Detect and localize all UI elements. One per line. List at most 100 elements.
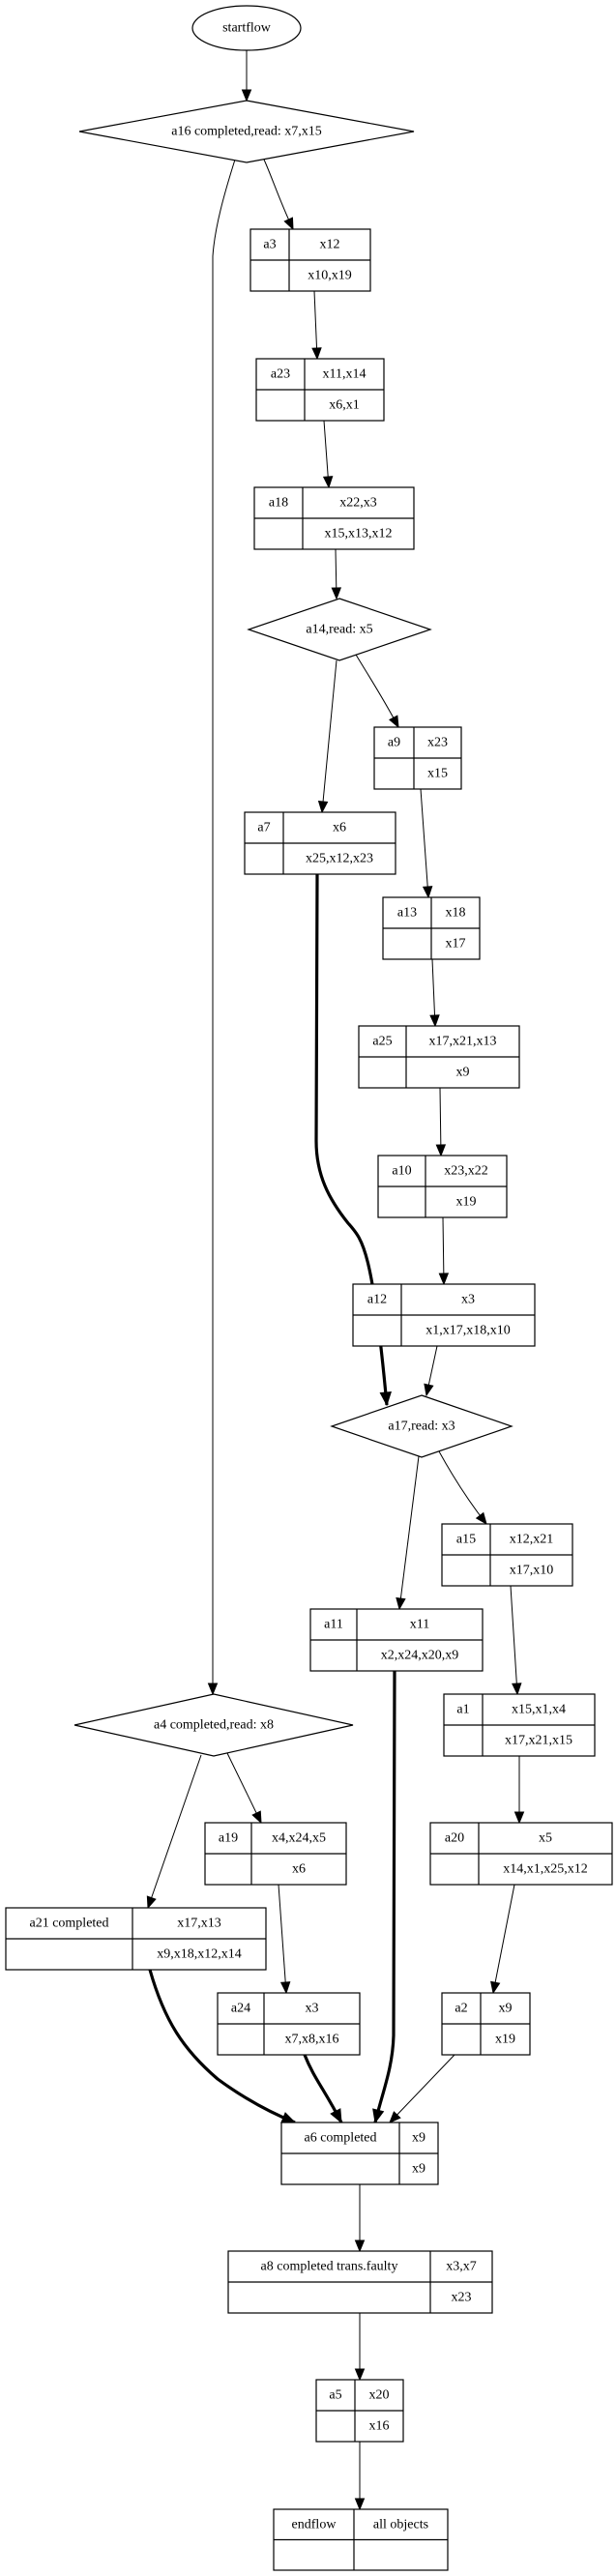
edge-a9-to-a13 [420,788,433,899]
edge-a24-to-a6 [303,2054,343,2124]
edge-a25-to-a10 [435,1087,447,1157]
arrowhead-icon [354,2368,366,2382]
node-a12[interactable]: a12 x3 x1,x17,x18,x10 [352,1283,536,1347]
node-startflow[interactable]: startflow [191,5,302,51]
arrowhead-icon [422,886,433,899]
write-objects: x12 [320,238,340,252]
activity-name: a15 [456,1533,476,1547]
edge-line [212,159,236,1694]
activity-name: a18 [269,496,288,511]
write-objects: x20 [369,2388,390,2403]
arrowhead-icon [389,2111,401,2123]
edge-line [313,290,318,360]
edge-a23-to-a18 [322,420,334,489]
edge-a3-to-a23 [311,290,322,361]
edge-line [510,1585,518,1695]
activity-name: a1 [456,1703,469,1717]
node-a14[interactable]: a14,read: x5 [247,598,432,661]
write-objects: all objects [373,2517,428,2532]
write-objects: x3 [306,2002,319,2016]
read-objects: x9,x18,x12,x14 [157,1947,242,1962]
activity-name: a10 [392,1164,411,1179]
arrowhead-icon [311,347,322,361]
arrowhead-icon [283,217,294,231]
decision-label: a14,read: x5 [306,623,372,637]
edge-a1-to-a20 [513,1756,525,1825]
arrowhead-icon [512,1683,522,1696]
read-objects: x17,x10 [510,1564,554,1578]
activity-name: a25 [372,1035,392,1049]
read-objects: x9 [456,1066,470,1080]
read-objects: x7,x8,x16 [285,2033,339,2047]
arrowhead-icon [513,1811,525,1825]
activity-name: a19 [219,1831,238,1846]
write-objects: x17,x21,x13 [429,1035,497,1049]
node-a10[interactable]: a10 x23,x22 x19 [377,1155,508,1218]
node-a4[interactable]: a4 completed,read: x8 [73,1693,354,1757]
node-a24[interactable]: a24 x3 x7,x8,x16 [217,1992,361,2056]
write-objects: x15,x1,x4 [512,1703,566,1717]
activity-name: a23 [271,367,290,382]
node-a25[interactable]: a25 x17,x21,x13 x9 [358,1025,520,1089]
edge-a17-to-a11 [396,1455,420,1611]
arrowhead-icon [396,1596,406,1611]
activity-name: a20 [445,1831,464,1846]
read-objects: x1,x17,x18,x10 [425,1324,511,1338]
arrowhead-icon [354,2239,366,2253]
edge-a10-to-a12 [438,1216,450,1286]
read-objects: x2,x24,x20,x9 [381,1649,459,1663]
arrowhead-icon [435,1144,447,1157]
activity-name: a13 [397,906,417,921]
activity-name: a24 [231,2002,250,2016]
arrowhead-icon [241,89,252,102]
arrowhead-icon [424,1383,434,1397]
edge-line [431,958,436,1027]
write-objects: x3 [461,1293,475,1307]
read-objects: x23 [452,2291,472,2305]
edge-a14-to-a7 [317,659,337,814]
arrowhead-icon [379,1390,392,1407]
arrowhead-icon [438,1273,450,1286]
decision-label: a4 completed,read: x8 [154,1718,274,1733]
edge-line [355,654,399,728]
write-objects: x9 [412,2131,425,2146]
write-objects: x23,x22 [444,1164,488,1179]
read-objects: x19 [456,1195,477,1210]
node-a16[interactable]: a16 completed,read: x7,x15 [78,100,415,163]
edges-layer [146,50,525,2511]
decision-diamond [330,1394,513,1458]
edge-line [278,1884,287,1994]
edge-line [373,1670,396,2123]
arrowhead-icon [207,1683,219,1696]
arrowhead-icon [251,1810,262,1825]
decision-diamond [247,598,432,661]
arrowhead-icon [354,2498,366,2511]
arrowhead-icon [490,1980,501,1995]
write-objects: x6 [333,821,346,835]
node-a17[interactable]: a17,read: x3 [330,1394,513,1458]
arrowhead-icon [331,587,342,600]
node-label: startflow [222,21,272,36]
activity-name: a12 [367,1293,387,1307]
read-objects: x15 [427,767,448,781]
edge-a2-to-a6 [389,2054,455,2123]
